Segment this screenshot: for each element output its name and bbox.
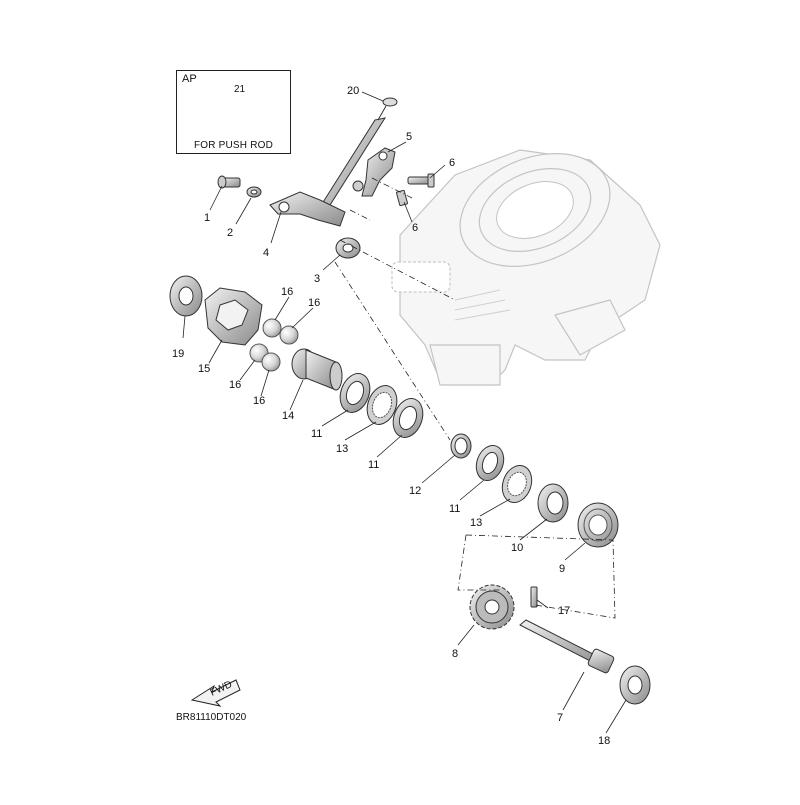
callout-11a: 11 <box>311 428 322 440</box>
callout-11c: 11 <box>449 503 460 515</box>
washer-11c <box>475 445 505 481</box>
callout-8: 8 <box>452 648 458 660</box>
diagram-code: BR81110DT020 <box>176 712 247 723</box>
bolt-6a <box>407 173 435 188</box>
collar-10 <box>537 483 569 523</box>
reference-lines <box>334 177 616 619</box>
spring-9 <box>577 502 619 548</box>
callout-9: 9 <box>559 563 565 575</box>
washer-11a <box>339 373 371 413</box>
callout-3: 3 <box>314 273 320 285</box>
callout-12: 12 <box>409 485 421 497</box>
inset-ap-box: AP 21 FOR PUSH ROD <box>176 70 291 154</box>
callout-1: 1 <box>204 212 210 224</box>
callout-10: 10 <box>511 542 523 554</box>
washer-11b <box>392 398 424 438</box>
callout-7: 7 <box>557 712 563 724</box>
callout-16d: 16 <box>253 395 265 407</box>
bolt-1 <box>217 175 241 189</box>
collar-12 <box>450 433 472 459</box>
bearing-19 <box>169 275 203 317</box>
callout-14: 14 <box>282 410 294 422</box>
callout-2: 2 <box>227 227 233 239</box>
collar-14 <box>291 348 343 391</box>
callout-15: 15 <box>198 363 210 375</box>
callout-labels: 1 2 3 4 5 6 6 20 19 15 16 16 16 16 14 11… <box>172 85 610 747</box>
callout-6b: 6 <box>412 222 418 234</box>
callout-19: 19 <box>172 348 184 360</box>
cylinder-port-outline <box>391 261 451 293</box>
callout-17: 17 <box>558 605 570 617</box>
needle-bearing-13a <box>366 385 398 425</box>
inset-caption: FOR PUSH ROD <box>193 140 274 151</box>
washer-2 <box>246 186 262 198</box>
callout-16b: 16 <box>308 297 320 309</box>
inset-part-number: 21 <box>234 84 246 95</box>
bearing-3 <box>335 237 361 259</box>
pin-17 <box>530 586 538 608</box>
callout-20: 20 <box>347 85 359 97</box>
callout-16a: 16 <box>281 286 293 298</box>
bearing-18 <box>619 665 651 705</box>
bolt-6b <box>396 189 408 207</box>
callout-6a: 6 <box>449 157 455 169</box>
cylinder-ghost <box>391 149 661 386</box>
callout-13a: 13 <box>336 443 348 455</box>
inset-title: AP <box>182 73 197 85</box>
kick-shaft-7 <box>519 619 615 674</box>
callout-4: 4 <box>263 247 269 259</box>
leader-lines <box>182 91 627 734</box>
gear-8 <box>469 584 515 630</box>
fwd-arrow-icon: FWD <box>190 679 241 707</box>
balls-16 <box>249 318 299 372</box>
callout-11b: 11 <box>368 459 379 471</box>
callout-16c: 16 <box>229 379 241 391</box>
callout-13b: 13 <box>470 517 482 529</box>
callout-18: 18 <box>598 735 610 747</box>
lever-5 <box>352 147 396 197</box>
needle-bearing-13b <box>501 465 533 503</box>
ratchet-15 <box>204 287 263 346</box>
lever-4 <box>269 191 346 227</box>
callout-5: 5 <box>406 131 412 143</box>
